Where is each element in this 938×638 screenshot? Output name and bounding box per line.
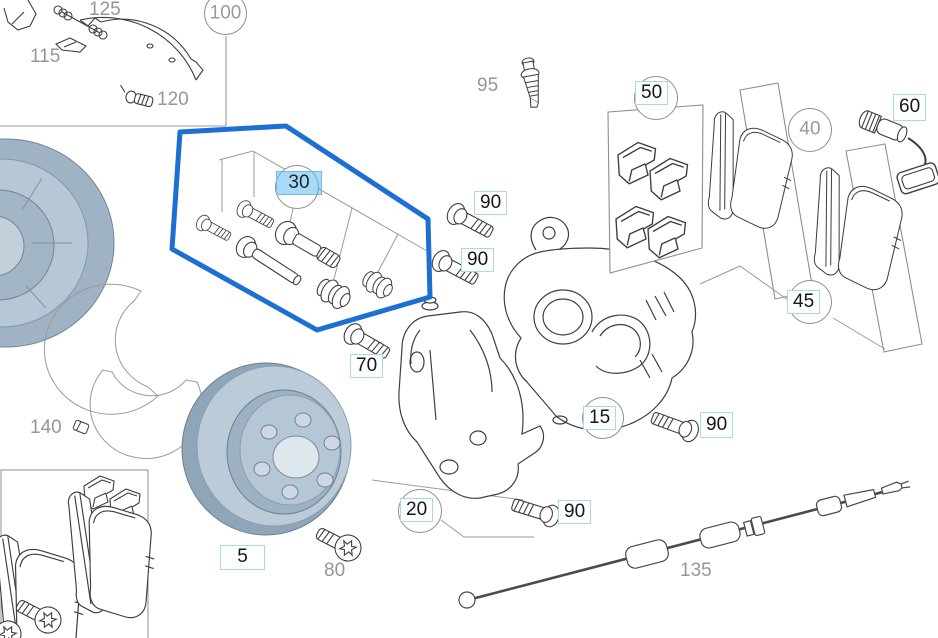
pad-kit-contents-drawing <box>0 475 158 638</box>
callout-135: 135 <box>680 560 712 581</box>
bleed-screw-drawing <box>520 57 540 108</box>
parking-brake-shoe-kit-drawing <box>0 0 227 127</box>
callout-140: 140 <box>30 417 62 438</box>
callout-45[interactable]: 45 <box>787 290 821 314</box>
callout-90-4[interactable]: 90 <box>558 500 592 524</box>
callout-90-2[interactable]: 90 <box>461 248 495 272</box>
callout-40: 40 <box>788 108 832 152</box>
screw-80-drawing <box>311 520 367 567</box>
callout-40-label: 40 <box>799 118 821 140</box>
backing-plate-drawing <box>0 138 115 348</box>
callout-115: 115 <box>30 46 61 67</box>
callout-100-label: 100 <box>209 2 242 24</box>
callout-50[interactable]: 50 <box>635 81 669 105</box>
callout-30[interactable]: 30 <box>276 171 322 195</box>
brake-cable-drawing <box>458 480 911 609</box>
callout-125: 125 <box>89 0 121 20</box>
callout-100: 100 <box>204 0 247 35</box>
guide-pin-kit-drawing <box>193 197 393 310</box>
selection-hexagon[interactable] <box>169 123 433 333</box>
wear-sensor-drawing <box>858 110 938 195</box>
caliper-drawing <box>503 216 697 431</box>
callout-90-3[interactable]: 90 <box>700 412 734 438</box>
callout-60[interactable]: 60 <box>893 94 927 121</box>
clip-kit-panel-drawing <box>607 104 704 274</box>
callout-20[interactable]: 20 <box>400 498 434 522</box>
callout-5[interactable]: 5 <box>220 545 265 570</box>
callout-90-1[interactable]: 90 <box>474 191 508 215</box>
callout-15[interactable]: 15 <box>583 406 617 430</box>
callout-120: 120 <box>157 89 189 110</box>
brake-disc-drawing <box>181 362 352 536</box>
pin-140-drawing <box>72 419 90 435</box>
callout-95: 95 <box>477 75 499 96</box>
callout-70[interactable]: 70 <box>350 354 384 378</box>
callout-80: 80 <box>324 560 346 581</box>
caliper-bracket-drawing <box>398 296 545 499</box>
